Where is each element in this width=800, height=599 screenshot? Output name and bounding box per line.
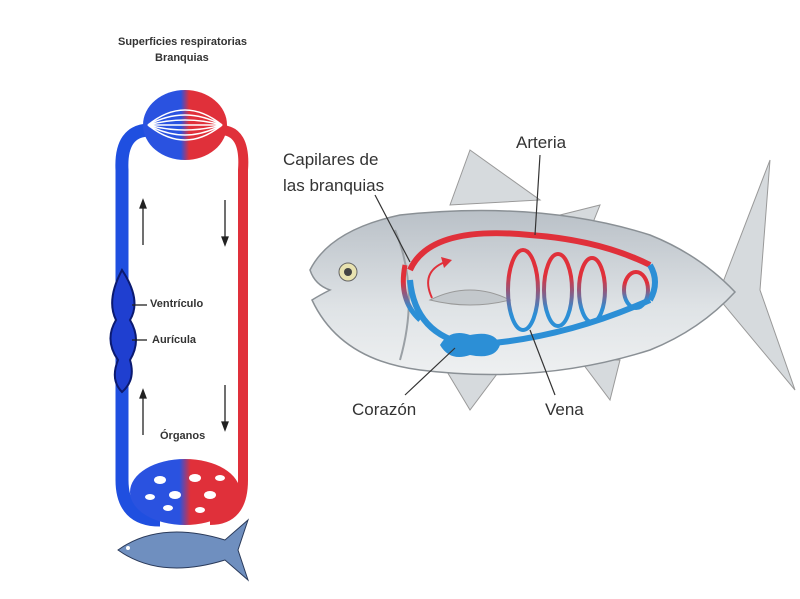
fish-heart	[440, 332, 500, 358]
label-vein: Vena	[545, 400, 584, 419]
heart-shape	[109, 268, 137, 394]
flow-arrows	[132, 198, 229, 435]
label-gill-capillaries-2: las branquias	[283, 176, 385, 195]
label-organs: Órganos	[160, 430, 206, 442]
label-artery: Arteria	[516, 133, 567, 152]
label-heart: Corazón	[352, 400, 417, 419]
label-gills: Branquias	[155, 52, 209, 64]
small-fish-icon	[117, 518, 250, 582]
label-ventricle: Ventrículo	[150, 298, 204, 310]
label-gill-capillaries-1: Capilares de	[283, 150, 379, 169]
left-circulation-loop	[109, 90, 250, 582]
organ-capillaries	[130, 459, 240, 525]
title-respiratory-surfaces: Superficies respiratorias	[118, 36, 248, 48]
tuna-fish	[309, 149, 796, 411]
label-atrium: Aurícula	[152, 334, 197, 346]
fish-circulation	[374, 154, 658, 396]
